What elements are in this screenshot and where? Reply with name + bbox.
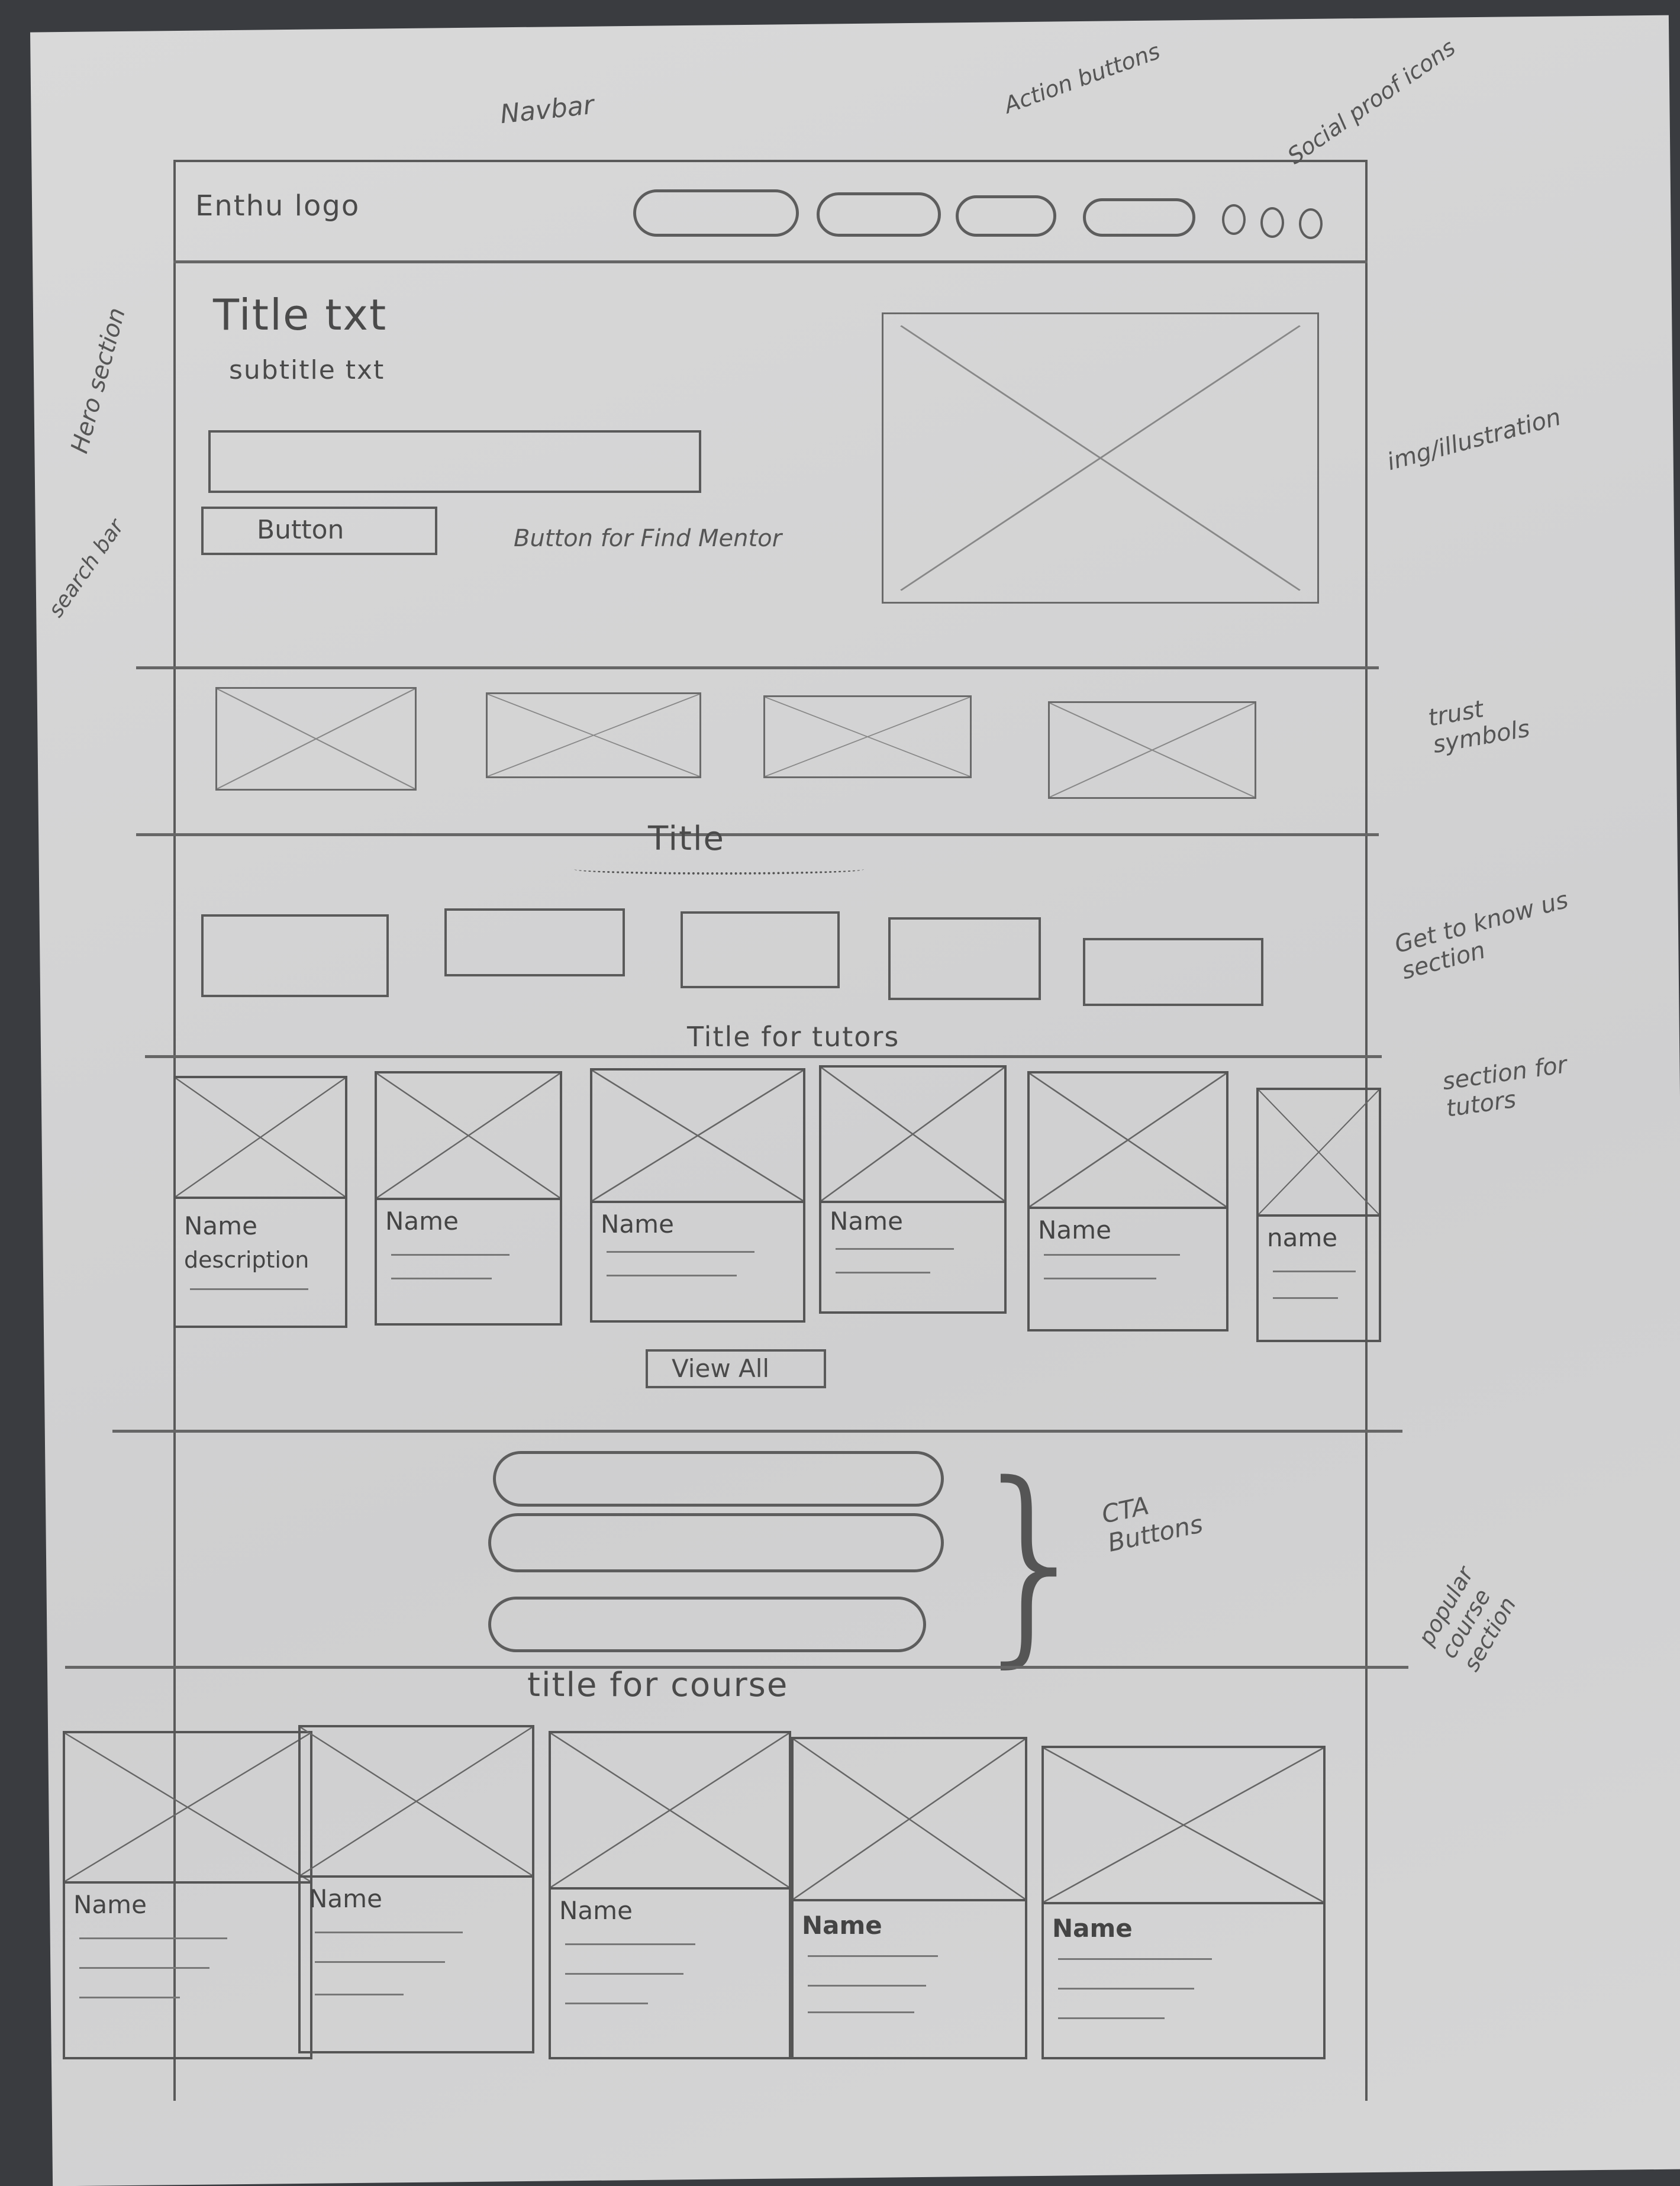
- course-card[interactable]: Name: [298, 1725, 534, 2053]
- find-mentor-button[interactable]: Button: [201, 507, 437, 555]
- course-name: Name: [309, 1884, 382, 1913]
- trust-logo-1: [215, 687, 417, 791]
- search-input[interactable]: [208, 430, 701, 493]
- social-icon-1[interactable]: [1222, 204, 1246, 235]
- annotation-find-mentor: Button for Find Mentor: [514, 525, 782, 552]
- tutor-name: Name: [1038, 1215, 1111, 1244]
- image-placeholder-icon: [217, 689, 415, 789]
- trust-logo-4: [1048, 701, 1256, 799]
- image-placeholder-icon: [65, 1733, 310, 1881]
- course-name: Name: [73, 1890, 147, 1919]
- info-box-4: [888, 917, 1041, 1000]
- title-underline: [574, 864, 864, 875]
- cta-button-1[interactable]: [493, 1451, 944, 1507]
- social-icon-2[interactable]: [1260, 207, 1284, 238]
- cta-brace-icon: }: [965, 1438, 1101, 1686]
- view-all-button[interactable]: View All: [646, 1349, 826, 1388]
- info-box-1: [201, 914, 389, 997]
- hero-illustration: [882, 312, 1319, 604]
- image-placeholder-icon: [1030, 1073, 1226, 1207]
- tutor-card[interactable]: Name: [590, 1068, 805, 1323]
- tutor-card[interactable]: Name: [375, 1071, 562, 1326]
- tutor-card[interactable]: Name: [819, 1065, 1007, 1314]
- course-name: Name: [802, 1911, 882, 1940]
- tutor-name: Name: [601, 1210, 674, 1239]
- tutor-name: name: [1267, 1223, 1338, 1252]
- course-name: Name: [559, 1896, 633, 1925]
- tutor-name: Name: [385, 1207, 459, 1236]
- tutor-description: description: [184, 1247, 309, 1273]
- image-placeholder-icon: [794, 1739, 1025, 1899]
- tutor-card[interactable]: Name: [1027, 1071, 1228, 1331]
- image-placeholder-icon: [900, 325, 1301, 591]
- image-placeholder-icon: [176, 1078, 345, 1197]
- social-icon-3[interactable]: [1299, 208, 1323, 239]
- cta-bottom-line: [65, 1666, 1408, 1669]
- image-placeholder-icon: [301, 1727, 532, 1875]
- image-placeholder-icon: [488, 694, 699, 776]
- course-card[interactable]: Name: [549, 1731, 791, 2059]
- courses-title: title for course: [527, 1666, 789, 1704]
- info-box-5: [1083, 938, 1263, 1006]
- course-card[interactable]: Name: [1041, 1746, 1326, 2059]
- action-button-3[interactable]: [956, 195, 1056, 237]
- tutor-card[interactable]: name: [1256, 1088, 1381, 1342]
- info-box-2: [444, 908, 625, 976]
- trust-bottom-line: [136, 833, 1379, 836]
- hero-title: Title txt: [213, 290, 388, 340]
- hero-bottom-line: [136, 666, 1379, 669]
- image-placeholder-icon: [1259, 1090, 1379, 1214]
- hero-subtitle: subtitle txt: [229, 355, 385, 385]
- logo[interactable]: Enthu logo: [195, 189, 360, 223]
- trust-logo-3: [763, 695, 972, 778]
- image-placeholder-icon: [821, 1068, 1004, 1201]
- course-card[interactable]: Name: [63, 1731, 312, 2059]
- tutor-name: Name: [830, 1207, 903, 1236]
- tutors-title: Title for tutors: [687, 1021, 900, 1053]
- find-mentor-button-label: Button: [257, 515, 344, 545]
- get-to-know-bottom-line: [145, 1055, 1382, 1058]
- image-placeholder-icon: [1044, 1748, 1323, 1902]
- get-to-know-title: Title: [648, 820, 725, 858]
- image-placeholder-icon: [551, 1733, 789, 1887]
- image-placeholder-icon: [377, 1073, 560, 1198]
- action-button-4[interactable]: [1083, 198, 1195, 237]
- cta-button-2[interactable]: [488, 1513, 944, 1572]
- info-box-3: [681, 911, 840, 988]
- cta-button-3[interactable]: [488, 1597, 926, 1652]
- course-name: Name: [1052, 1914, 1133, 1943]
- tutor-card[interactable]: Name description: [173, 1076, 347, 1328]
- image-placeholder-icon: [765, 697, 970, 776]
- action-button-2[interactable]: [817, 192, 941, 237]
- tutor-name: Name: [184, 1211, 257, 1240]
- course-card[interactable]: Name: [791, 1737, 1027, 2059]
- action-button-1[interactable]: [633, 189, 799, 237]
- tutors-bottom-line: [112, 1430, 1402, 1433]
- image-placeholder-icon: [592, 1071, 803, 1201]
- view-all-label: View All: [672, 1354, 770, 1383]
- trust-logo-2: [486, 692, 701, 778]
- navbar-bottom-line: [173, 260, 1368, 263]
- image-placeholder-icon: [1050, 703, 1255, 797]
